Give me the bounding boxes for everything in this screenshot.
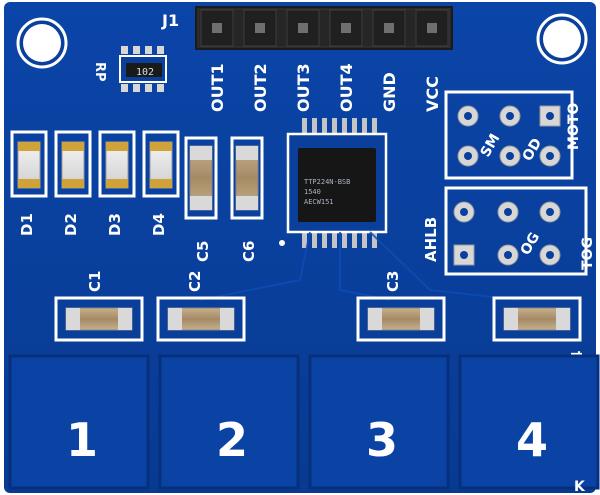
capacitor-c5 [184, 136, 218, 220]
touch-ic-chip: TTP224N-BSB 1540 AECW151 [279, 118, 388, 248]
header-pin-label: OUT3 [294, 63, 313, 112]
svg-text:TOG: TOG [580, 237, 596, 270]
touch-pad-number: 1 [66, 413, 98, 467]
resistor-network: RP 102 [92, 46, 167, 92]
capacitor-c6 [230, 136, 264, 220]
capacitor-c3 [356, 296, 446, 342]
led-d1 [10, 130, 48, 198]
led-d3 [98, 130, 136, 198]
led-label: D1 [18, 213, 36, 236]
label-c5: C5 [194, 241, 212, 262]
svg-text:AHLB: AHLB [422, 217, 440, 262]
jumper-block-lower: AHLB OG TOG [422, 186, 596, 276]
capacitor-c1 [54, 296, 144, 342]
svg-text:RP: RP [92, 62, 107, 82]
touch-pad-number: 4 [516, 413, 548, 467]
touch-pad-number: 2 [216, 413, 248, 467]
touch-pad-3[interactable]: 3 [308, 354, 450, 490]
led-label: D2 [62, 213, 80, 236]
capacitor-c4 [492, 296, 582, 342]
touch-pad-number: 3 [366, 413, 398, 467]
header-pin-label: OUT4 [337, 63, 356, 112]
header-pin-label: VCC [423, 76, 442, 112]
capacitor-label: C1 [86, 271, 104, 292]
led-label: D4 [150, 213, 168, 236]
header-pin-label: OUT2 [251, 63, 270, 112]
led-label: D3 [106, 213, 124, 236]
header-label: J1 [161, 11, 179, 30]
touch-pad-2[interactable]: 2 [158, 354, 300, 490]
pin-header [195, 6, 453, 50]
label-c6: C6 [240, 241, 258, 262]
svg-text:102: 102 [136, 67, 154, 78]
touch-pad-1[interactable]: 1 [8, 354, 150, 490]
edge-letter: K [574, 479, 586, 495]
svg-text:TTP224N-BSB: TTP224N-BSB [304, 178, 350, 186]
capacitor-label: C3 [384, 271, 402, 292]
capacitor-label: C2 [186, 271, 204, 292]
touch-pad-4[interactable]: 4 [458, 354, 600, 490]
capacitor-c2 [156, 296, 246, 342]
led-d4 [142, 130, 180, 198]
svg-text:MOTO: MOTO [566, 103, 582, 150]
header-pin-label: GND [380, 72, 399, 112]
svg-text:AECW151: AECW151 [304, 198, 334, 206]
svg-text:1540: 1540 [304, 188, 321, 196]
header-pin-label: OUT1 [208, 63, 227, 112]
led-d2 [54, 130, 92, 198]
